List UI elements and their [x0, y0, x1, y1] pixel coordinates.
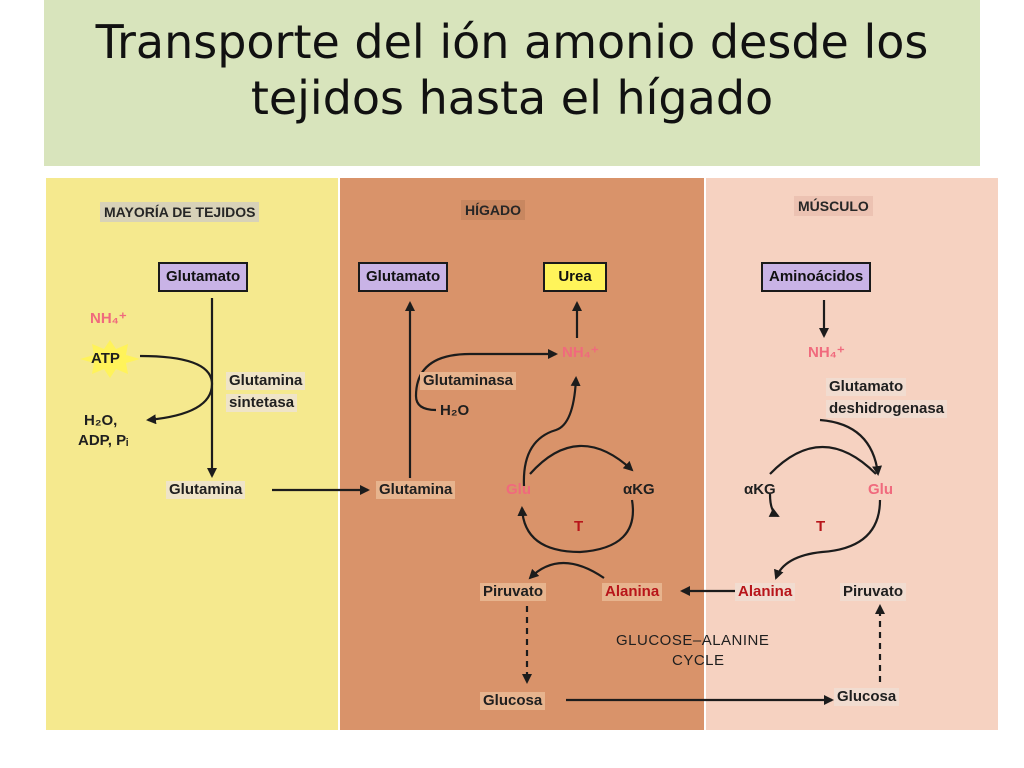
label-glutamato-deshidrogenasa-2: deshidrogenasa	[826, 400, 948, 418]
slide-title: Transporte del ión amonio desde los teji…	[95, 15, 929, 125]
arrow-atp-curve	[139, 354, 214, 425]
label-transaminase-muscle: T	[816, 518, 826, 535]
label-glutamina-tissue: Glutamina	[166, 481, 246, 499]
label-piruvato-liver: Piruvato	[480, 583, 547, 601]
label-glucose-alanine: GLUCOSE–ALANINE	[616, 632, 770, 649]
label-glu-liver: Glu	[506, 481, 531, 498]
header-higado: HÍGADO	[461, 200, 525, 220]
box-glutamato-liver: Glutamato	[358, 262, 449, 292]
label-glutamina-liver: Glutamina	[376, 481, 456, 499]
liver-cycle-top	[529, 444, 634, 475]
arrow-glutaminasa-curve	[414, 349, 558, 397]
arrow-glu-to-nh4	[522, 376, 581, 487]
box-glutamato-tissue: Glutamato	[158, 262, 249, 292]
label-glu-muscle: Glu	[868, 481, 893, 498]
label-h2o-liver: H₂O	[440, 402, 470, 419]
box-urea: Urea	[543, 262, 607, 292]
label-glutamina-sintetasa-2: sintetasa	[226, 394, 298, 412]
box-aminoacidos: Aminoácidos	[761, 262, 872, 292]
label-nh4-tissue: NH₄⁺	[90, 310, 127, 327]
label-alanina-liver: Alanina	[602, 583, 663, 601]
arrow-piruvato-to-alanina-muscle	[774, 499, 882, 580]
label-akg-muscle: αKG	[744, 481, 776, 498]
muscle-cycle-left	[768, 493, 780, 517]
atp-burst-icon	[80, 340, 140, 378]
arrow-gdh-curve	[819, 418, 883, 476]
label-glutaminasa: Glutaminasa	[420, 372, 517, 390]
label-nh4-muscle: NH₄⁺	[808, 344, 845, 361]
label-akg-liver: αKG	[623, 481, 655, 498]
label-glucosa-muscle: Glucosa	[834, 688, 900, 706]
label-piruvato-muscle: Piruvato	[840, 583, 907, 601]
label-glutamina-sintetasa-1: Glutamina	[226, 372, 306, 390]
arrow-alanina-to-piruvato-liver	[528, 561, 605, 580]
label-alanina-muscle: Alanina	[735, 583, 796, 601]
header-mayoria-tejidos: MAYORÍA DE TEJIDOS	[100, 202, 260, 222]
liver-cycle-bottom	[517, 499, 635, 554]
label-transaminase-liver: T	[574, 518, 584, 535]
header-musculo: MÚSCULO	[794, 196, 873, 216]
label-glucosa-liver: Glucosa	[480, 692, 546, 710]
label-cycle: CYCLE	[672, 652, 725, 669]
label-glutamato-deshidrogenasa-1: Glutamato	[826, 378, 907, 396]
label-h2o-tissue: H₂O,	[84, 412, 118, 429]
label-nh4-liver: NH₄⁺	[562, 344, 599, 361]
muscle-cycle-top	[769, 445, 877, 475]
title-band	[44, 0, 980, 166]
label-adp-pi: ADP, Pᵢ	[78, 432, 129, 449]
arrow-h2o-curve	[414, 395, 437, 412]
label-atp: ATP	[91, 350, 120, 367]
